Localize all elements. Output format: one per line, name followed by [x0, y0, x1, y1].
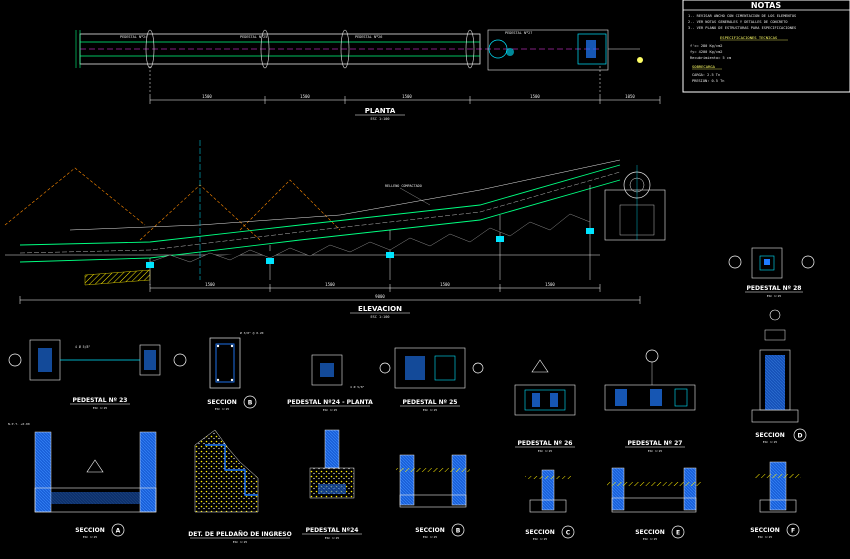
elev-dim-2: 1500	[325, 282, 335, 287]
secB-mark: B	[248, 400, 253, 407]
elevation-scale: ESC 1:100	[371, 315, 390, 319]
step-title: DET. DE PELDAÑO DE INGRESO	[188, 531, 291, 538]
secC-scale: ESC 1:25	[533, 537, 548, 541]
plan-label-24: PEDESTAL Nº24	[120, 35, 147, 39]
secC-title: SECCION	[525, 529, 555, 536]
secP24-scale: ESC 1:25	[325, 536, 340, 540]
section-e: SECCION E ESC 1:25	[607, 467, 701, 541]
plan-dim-2: 1500	[300, 94, 310, 99]
plan-dim-5: 1050	[625, 94, 635, 99]
plan-dim-4: 1500	[530, 94, 540, 99]
load-title: SOBRECARGA	[692, 64, 716, 69]
secD-scale: ESC 1:25	[763, 440, 778, 444]
secA-title: SECCION	[75, 527, 105, 534]
spec-line-1: f'c= 280 Kg/cm2	[690, 44, 722, 48]
detail-pedestal-24-plan: 4 Ø 5/8" PEDESTAL Nº24 - PLANTA ESC 1:25	[287, 354, 373, 412]
detail-section-d: SECCION D ESC 1:25	[751, 309, 807, 444]
notes-box: NOTAS 1.- REVISAR ANCHO CON CIMENTACION …	[682, 0, 850, 93]
plan-title: PLANTA	[365, 107, 396, 115]
plan-scale: ESC 1:100	[371, 117, 390, 121]
detail-pedestal-27: PEDESTAL Nº 27 ESC 1:25	[604, 349, 696, 453]
elev-dim-4: 1500	[545, 282, 555, 287]
plan-view: PEDESTAL Nº24 PEDESTAL Nº25 PEDESTAL Nº2…	[75, 29, 661, 121]
notes-header: NOTAS	[751, 1, 782, 10]
secB2-scale: ESC 1:25	[423, 535, 438, 539]
detail-pedestal-23: 4 Ø 5/8" PEDESTAL Nº 23 ESC 1:25	[8, 339, 187, 410]
detail-section-column: Ø 3/8" @ 0.20 SECCION B ESC 1:25	[207, 330, 263, 411]
secE-mark: E	[676, 530, 680, 537]
secB2-mark: B	[456, 528, 461, 535]
ped24-plan-title: PEDESTAL Nº24 - PLANTA	[287, 399, 373, 406]
secE-title: SECCION	[635, 529, 665, 536]
ped24-plan-scale: ESC 1:25	[323, 408, 338, 412]
secD-mark: D	[798, 433, 803, 440]
secB-scale: ESC 1:25	[215, 407, 230, 411]
secB2-title: SECCION	[415, 527, 445, 534]
secF-title: SECCION	[750, 527, 780, 534]
ped28-title: PEDESTAL Nº 28	[747, 285, 802, 292]
ped23-title: PEDESTAL Nº 23	[73, 397, 128, 404]
ped26-title: PEDESTAL Nº 26	[518, 440, 573, 447]
spec-title: ESPECIFICACIONES TECNICAS	[720, 35, 778, 40]
load-line-2: PRESION: 0.5 Tn	[692, 79, 724, 83]
secA-mark: A	[116, 528, 121, 535]
secF-scale: ESC 1:25	[758, 535, 773, 539]
section-f: SECCION F ESC 1:25	[750, 461, 801, 539]
ped23-rebar: 4 Ø 5/8"	[75, 344, 90, 349]
secB-title: SECCION	[207, 399, 237, 406]
secE-scale: ESC 1:25	[643, 537, 658, 541]
spec-line-2: fy= 4200 Kg/cm2	[690, 50, 722, 54]
secP24-title: PEDESTAL Nº24	[306, 527, 359, 534]
ped28-scale: ESC 1:25	[767, 294, 782, 298]
secA-level: N.P.T. +0.00	[8, 422, 30, 426]
ped24-callout: 4 Ø 5/8"	[350, 384, 365, 389]
note-line-2: 2.- VER NOTAS GENERALES Y DETALLES DE CO…	[688, 20, 788, 24]
secA-scale: ESC 1:25	[83, 535, 98, 539]
note-line-3: 3.- VER PLANO DE ESTRUCTURAS PARA ESPECI…	[688, 26, 796, 30]
ped25-title: PEDESTAL Nº 25	[403, 399, 458, 406]
detail-pedestal-28: PEDESTAL Nº 28 ESC 1:25	[728, 247, 815, 298]
secF-mark: F	[791, 528, 795, 535]
ped27-title: PEDESTAL Nº 27	[628, 440, 683, 447]
section-c: SECCION C ESC 1:25	[525, 469, 575, 541]
elev-total-dim: 9000	[375, 294, 385, 299]
detail-pedestal-26: PEDESTAL Nº 26 ESC 1:25	[514, 359, 576, 453]
step-scale: ESC 1:25	[233, 540, 248, 544]
plan-label-26: PEDESTAL Nº26	[355, 35, 382, 39]
note-line-1: 1.- REVISAR ANCHO CON CIMENTACION DE LOS…	[688, 14, 796, 18]
step-detail: DET. DE PELDAÑO DE INGRESO ESC 1:25	[188, 429, 292, 544]
plan-label-27: PEDESTAL Nº27	[505, 31, 532, 35]
elevation-view: RELLENO COMPACTADO 1500 1500 1500 1500 9…	[4, 140, 666, 319]
section-b-bottom: SECCION B ESC 1:25	[396, 454, 470, 539]
spec-line-3: Recubrimiento= 5 cm	[690, 56, 731, 60]
secB-stirrup: Ø 3/8" @ 0.20	[240, 330, 264, 335]
elevation-title: ELEVACION	[358, 305, 402, 313]
section-pedestal-24: PEDESTAL Nº24 ESC 1:25	[302, 429, 362, 540]
plan-label-25: PEDESTAL Nº25	[240, 35, 267, 39]
elev-dim-3: 1500	[440, 282, 450, 287]
secD-title: SECCION	[755, 432, 785, 439]
elev-callout: RELLENO COMPACTADO	[385, 184, 422, 188]
ped26-scale: ESC 1:25	[538, 449, 553, 453]
plan-dim-3: 1500	[402, 94, 412, 99]
plan-dim-1: 1500	[202, 94, 212, 99]
ped25-scale: ESC 1:25	[423, 408, 438, 412]
elev-dim-1: 1500	[205, 282, 215, 287]
secC-mark: C	[566, 530, 571, 537]
ped23-scale: ESC 1:25	[93, 406, 108, 410]
detail-pedestal-25: PEDESTAL Nº 25 ESC 1:25	[379, 347, 484, 412]
ped27-scale: ESC 1:25	[648, 449, 663, 453]
load-line-1: CARGA: 2.5 Tn	[692, 73, 720, 77]
section-a: N.P.T. +0.00 SECCION A ESC 1:25	[8, 422, 157, 539]
